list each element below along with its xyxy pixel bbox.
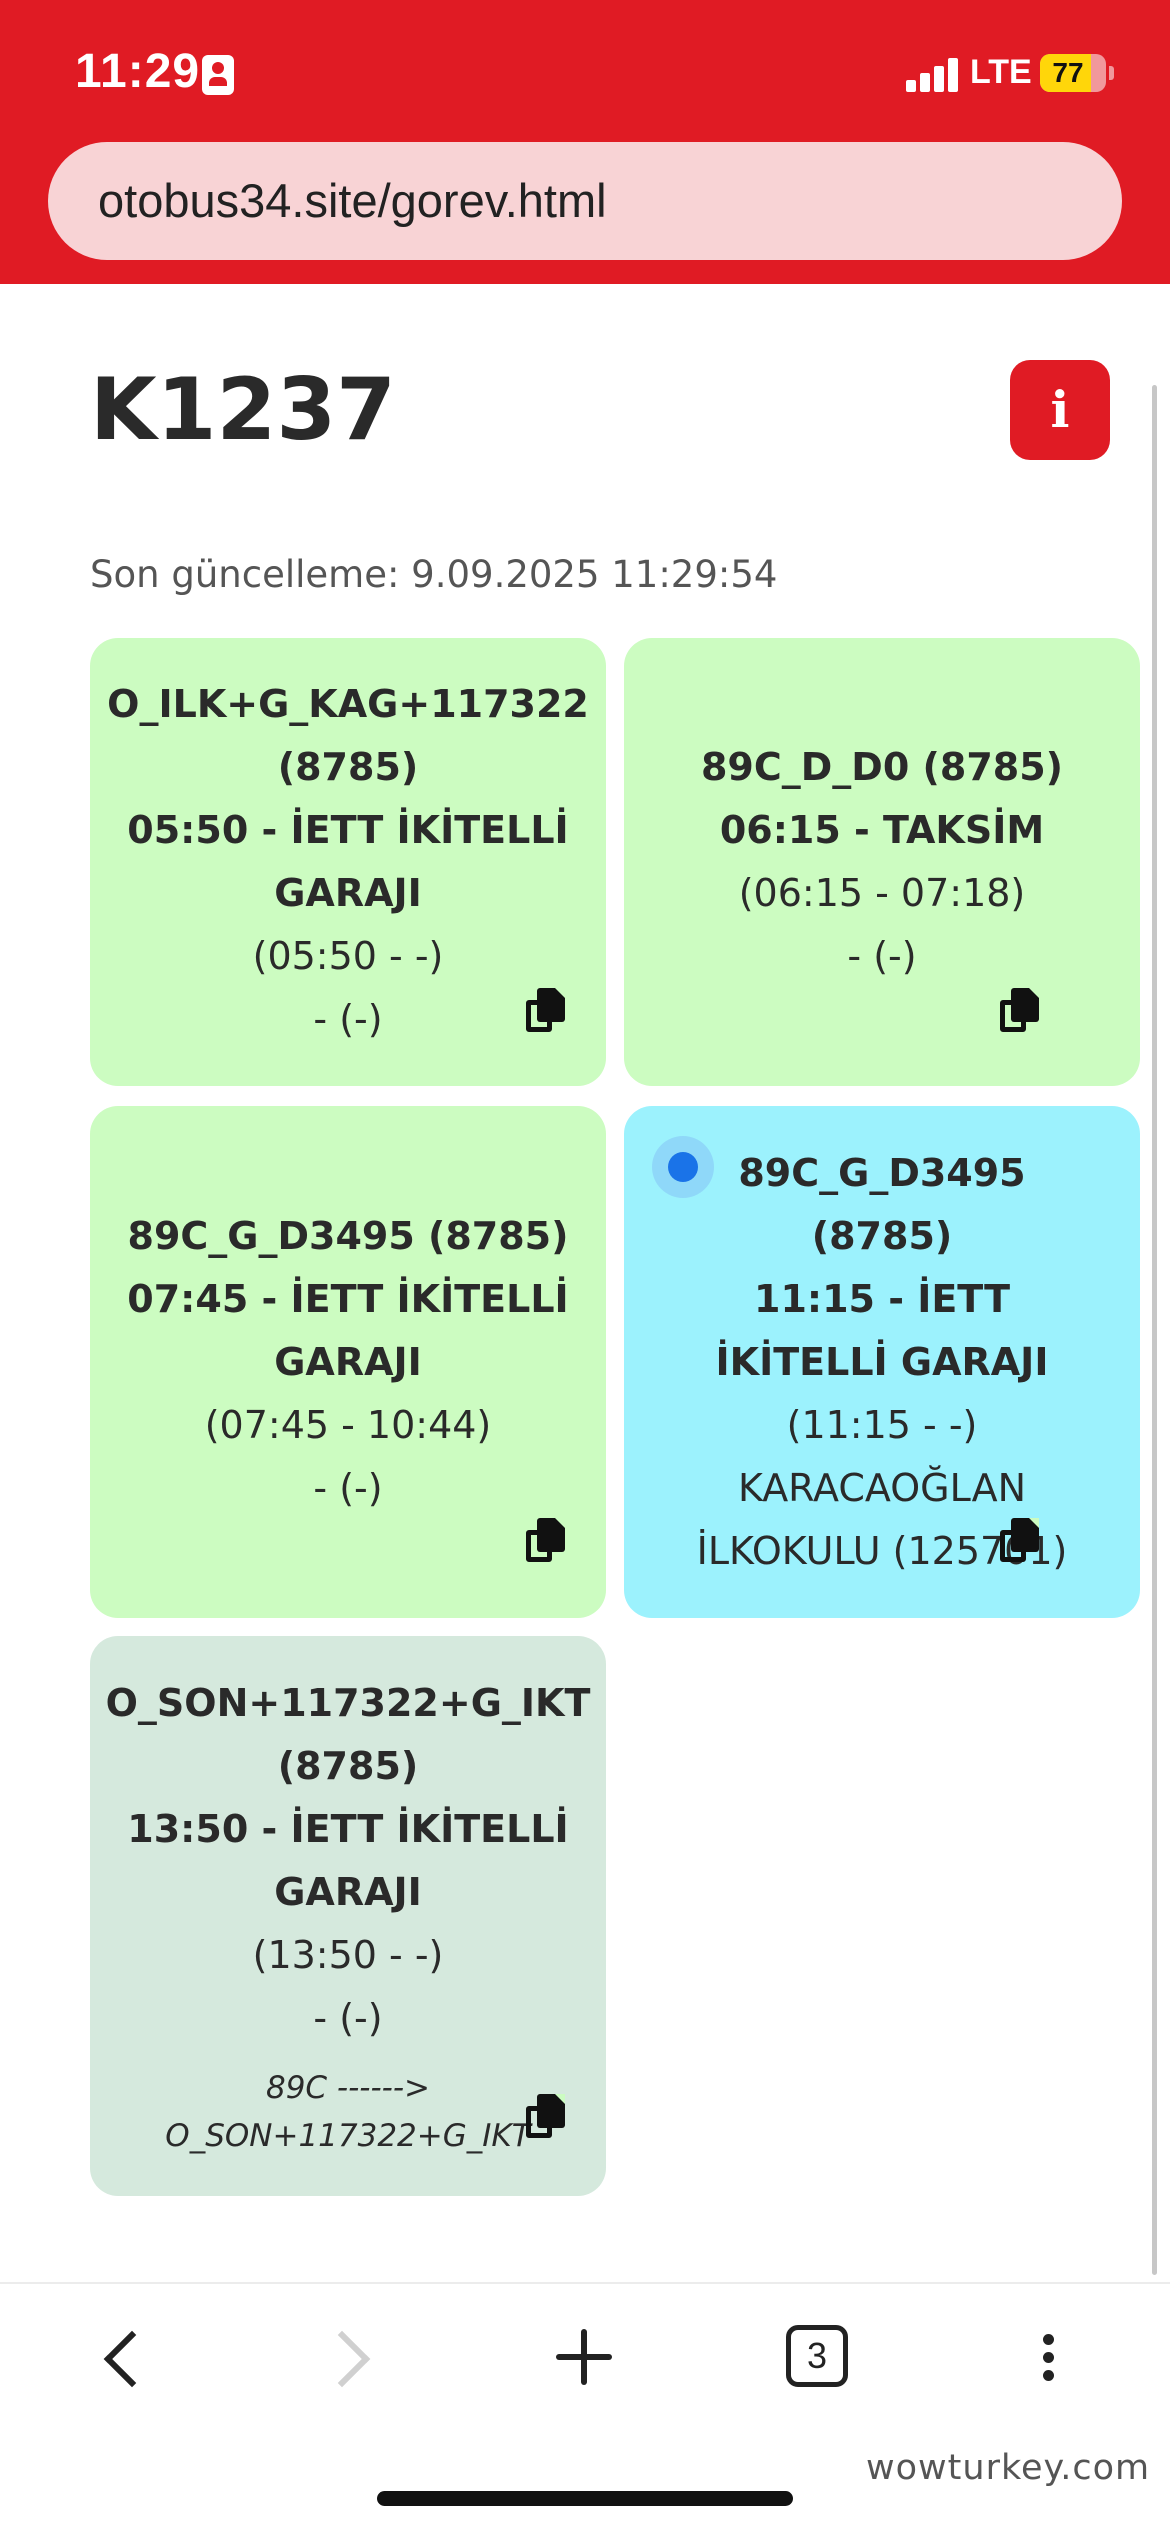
task-card[interactable]: O_SON+117322+G_IKT (8785) 13:50 - İETT İKİ…: [90, 1636, 606, 2196]
browser-top-bar: 11:29 LTE 77 otobus34.site/gorev.html: [0, 0, 1170, 284]
task-note: 89C ------> O_SON+117322+G_IKT: [165, 2064, 530, 2160]
task-title-line: (8785): [811, 1213, 953, 1258]
task-title-line: 89C_D_D0 (8785): [700, 745, 1064, 789]
task-title-line: GARAJI: [274, 1870, 422, 1914]
home-indicator[interactable]: [377, 2491, 793, 2506]
task-title-line: İKİTELLİ GARAJI: [715, 1339, 1049, 1384]
task-note-line: O_SON+117322+G_IKT: [165, 2118, 531, 2154]
watermark: wowturkey.com: [866, 2448, 1151, 2488]
task-detail-line: (11:15 - -): [786, 1402, 978, 1447]
copy-icon[interactable]: [526, 2094, 566, 2138]
address-bar[interactable]: otobus34.site/gorev.html: [48, 142, 1122, 260]
task-title-line: O_SON+117322+G_IKT: [105, 1681, 591, 1725]
task-detail-line: (05:50 - -): [252, 934, 444, 978]
copy-icon[interactable]: [1000, 1518, 1040, 1562]
battery-icon: 77: [1040, 54, 1106, 92]
task-detail-line: - (-): [313, 1996, 383, 2040]
task-card[interactable]: 89C_G_D3495 (8785) 07:45 - İETT İKİTELLİ G…: [90, 1106, 606, 1618]
task-card[interactable]: 89C_D_D0 (8785) 06:15 - TAKSİM (06:15 - 07…: [624, 638, 1140, 1086]
task-title-line: 13:50 - İETT İKİTELLİ: [127, 1807, 569, 1851]
task-title-line: GARAJI: [274, 871, 422, 915]
task-card[interactable]: O_ILK+G_KAG+117322 (8785) 05:50 - İETT İKİ…: [90, 638, 606, 1086]
task-note-line: 89C ------>: [265, 2070, 431, 2106]
status-time: 11:29: [75, 45, 201, 98]
task-detail-line: (06:15 - 07:18): [738, 871, 1026, 915]
info-button[interactable]: i: [1010, 360, 1110, 460]
signal-icon: [906, 58, 960, 92]
task-detail-line: KARACAOĞLAN: [737, 1465, 1027, 1510]
task-title-line: 89C_G_D3495 (8785): [127, 1213, 569, 1258]
page-title: K1237: [90, 360, 396, 460]
task-title-line: 05:50 - İETT İKİTELLİ: [127, 808, 569, 852]
copy-icon[interactable]: [1000, 988, 1040, 1032]
task-title-line: O_ILK+G_KAG+117322: [107, 682, 589, 726]
tabs-icon[interactable]: 3: [786, 2325, 848, 2387]
last-updated: Son güncelleme: 9.09.2025 11:29:54: [90, 553, 777, 596]
task-title-line: 11:15 - İETT: [754, 1276, 1010, 1321]
info-icon: i: [1050, 380, 1070, 439]
url-text[interactable]: otobus34.site/gorev.html: [98, 174, 607, 227]
last-updated-text: Son güncelleme: 9.09.2025 11:29:54: [90, 553, 778, 596]
task-title-line: GARAJI: [274, 1339, 422, 1384]
network-type: LTE: [970, 53, 1032, 91]
task-title-line: (8785): [277, 745, 419, 789]
task-title-line: 89C_G_D3495: [738, 1150, 1026, 1195]
scrollbar[interactable]: [1152, 385, 1157, 2275]
task-detail-line: İLKOKULU (125701): [696, 1528, 1068, 1573]
task-detail-line: - (-): [847, 934, 917, 978]
live-location-icon: [652, 1136, 714, 1198]
task-title-line: (8785): [277, 1744, 419, 1788]
copy-icon[interactable]: [526, 988, 566, 1032]
id-card-icon: [202, 55, 234, 95]
task-detail-line: (07:45 - 10:44): [204, 1402, 492, 1447]
task-card-active[interactable]: 89C_G_D3495 (8785) 11:15 - İETT İKİTELLİ GA…: [624, 1106, 1140, 1618]
copy-icon[interactable]: [526, 1518, 566, 1562]
task-title-line: 07:45 - İETT İKİTELLİ: [127, 1276, 569, 1321]
task-title-line: 06:15 - TAKSİM: [719, 808, 1045, 852]
tab-count: 3: [806, 2335, 828, 2376]
battery-level: 77: [1052, 57, 1084, 88]
task-detail-line: - (-): [313, 1465, 383, 1510]
task-detail-line: - (-): [313, 997, 383, 1041]
task-detail-line: (13:50 - -): [252, 1933, 444, 1977]
